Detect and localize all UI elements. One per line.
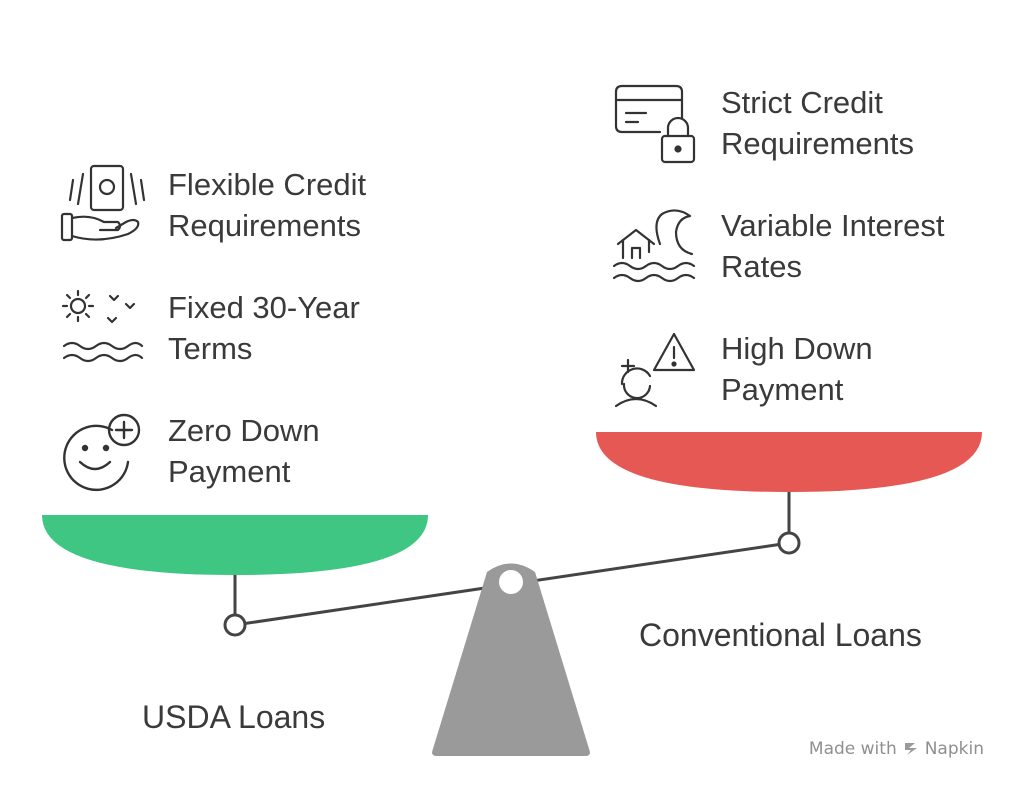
left-item-3-line1: Zero Down [168, 413, 320, 448]
usda-loans-label: USDA Loans [142, 699, 326, 735]
right-item-3-line2: Payment [721, 372, 844, 407]
pivot-hole [499, 570, 523, 594]
left-item-3-line2: Payment [168, 454, 291, 489]
right-item-3-line1: High Down [721, 331, 873, 366]
sun-waves-icon [61, 289, 144, 363]
right-item-1-line1: Strict Credit [721, 85, 883, 120]
hand-money-icon [60, 164, 146, 242]
right-pan [596, 432, 982, 492]
fulcrum [432, 563, 590, 756]
left-item-2-line1: Fixed 30-Year [168, 290, 360, 325]
card-lock-icon [614, 84, 696, 164]
person-warning-icon [614, 332, 696, 408]
left-pan [42, 515, 428, 575]
left-item-1-line2: Requirements [168, 208, 361, 243]
left-item-2: Fixed 30-Year Terms [168, 287, 360, 369]
house-wave-icon [612, 209, 696, 283]
right-item-2: Variable Interest Rates [721, 205, 944, 287]
watermark-prefix: Made with [808, 739, 897, 759]
left-joint [223, 613, 247, 637]
right-item-2-line2: Rates [721, 249, 802, 284]
left-item-1-line1: Flexible Credit [168, 167, 367, 202]
watermark-brand: Napkin [924, 739, 984, 759]
right-item-2-line1: Variable Interest [721, 208, 945, 243]
napkin-logo-icon [904, 743, 917, 755]
smiley-plus-icon [63, 413, 141, 492]
right-joint [777, 531, 801, 555]
right-item-1: Strict Credit Requirements [721, 82, 914, 164]
left-item-1: Flexible Credit Requirements [168, 164, 366, 246]
left-item-3: Zero Down Payment [168, 410, 320, 492]
napkin-watermark: Made with Napkin [809, 739, 984, 759]
right-item-3: High Down Payment [721, 328, 873, 410]
right-item-1-line2: Requirements [721, 126, 914, 161]
conventional-loans-label: Conventional Loans [639, 617, 922, 653]
left-item-2-line2: Terms [168, 331, 253, 366]
